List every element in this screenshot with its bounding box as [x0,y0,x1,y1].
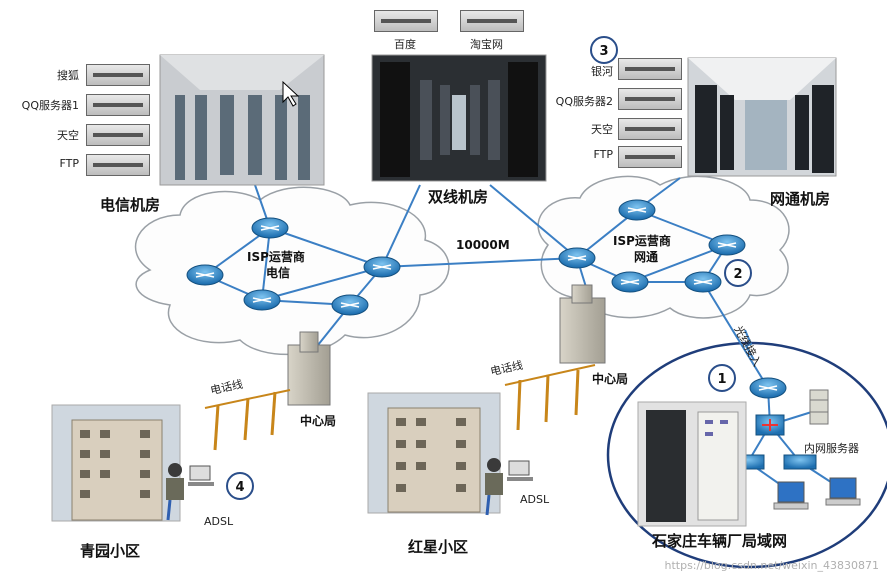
router-icon [363,256,401,278]
isp-telecom-title: ISP运营商 [247,250,305,264]
qingyuan-label: 青园小区 [80,542,141,560]
adsl-label: ADSL [520,493,550,506]
router-icon [749,377,787,399]
router-icon [251,217,289,239]
router-icon [558,247,596,269]
router-icon [186,264,224,286]
marker-4: 4 [226,472,254,500]
isp-netcom-name: 网通 [634,250,659,264]
server-rack-icon [374,10,438,32]
cursor-icon [282,80,300,107]
intranet-server-icon [809,389,829,425]
telephone-poles-right [504,364,596,431]
lan-label: 石家庄车辆厂局域网 [652,532,788,550]
server-label: 天空 [57,129,79,142]
dual-datacenter-photo [371,54,547,182]
intranet-server-label: 内网服务器 [804,442,859,455]
router-icon [618,199,656,221]
hongxing-building-photo [367,392,501,514]
router-icon [611,271,649,293]
central-office-building-left [287,331,331,406]
router-icon [708,234,746,256]
server-label: QQ服务器1 [21,99,79,112]
telecom-room-label: 电信机房 [100,196,161,214]
server-label: 搜狐 [57,69,79,82]
marker-2: 2 [724,259,752,287]
qingyuan-building-photo [51,404,181,522]
adsl-label: ADSL [204,515,234,528]
server-label: QQ服务器2 [555,95,613,108]
server-rack-icon [86,64,150,86]
server-rack-icon [618,146,682,168]
netcom-datacenter-photo [687,57,837,177]
hongxing-label: 红星小区 [408,538,469,556]
server-label: 银河 [591,65,613,78]
central-office-building-right [559,284,606,364]
router-icons [186,199,787,399]
lan-server-room-photo [637,401,747,527]
router-icon [684,271,722,293]
link-speed-label: 10000M [456,238,510,252]
server-rack-icon [86,124,150,146]
watermark: https://blog.csdn.net/weixin_43830871 [664,559,879,572]
server-label: 淘宝网 [470,38,503,51]
server-label: FTP [59,157,80,170]
telephone-poles-left [204,389,291,451]
dual-room-label: 双线机房 [428,188,489,206]
adsl-user-icon [166,463,214,521]
fiber-link-icon [744,329,755,361]
server-rack-icon [86,94,150,116]
core-switch-icon [755,414,785,436]
central-office-label: 中心局 [300,414,337,428]
server-label: 天空 [591,123,613,136]
netcom-room-label: 网通机房 [770,190,831,208]
server-label: FTP [593,148,614,161]
telecom-cloud [134,186,450,356]
server-rack-icon [618,118,682,140]
marker-1: 1 [708,364,736,392]
server-rack-icon [86,154,150,176]
isp-netcom-title: ISP运营商 [613,234,671,248]
router-icon [243,289,281,311]
isp-telecom-name: 电信 [266,266,291,280]
pc-icon [773,477,861,510]
telecom-datacenter-photo [159,54,325,186]
router-icon [331,294,369,316]
central-office-label: 中心局 [592,372,629,386]
server-label: 百度 [394,38,416,51]
server-rack-icon [618,88,682,110]
adsl-user-icon [485,458,533,516]
server-rack-icon [618,58,682,80]
server-rack-icon [460,10,524,32]
marker-3: 3 [590,36,618,64]
